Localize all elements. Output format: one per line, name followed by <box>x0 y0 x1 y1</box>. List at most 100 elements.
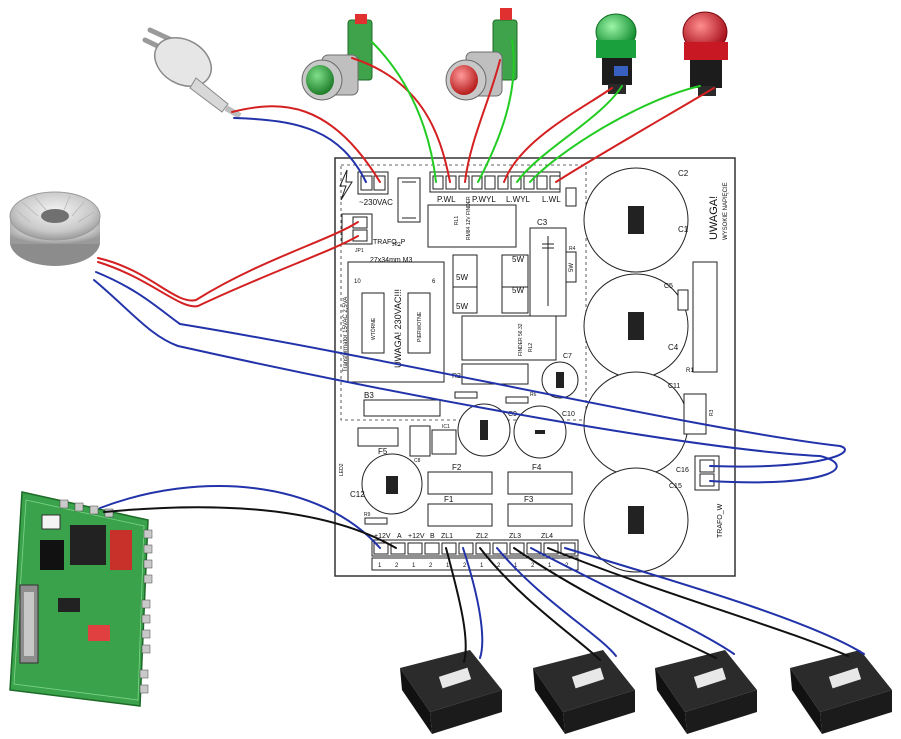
stepper-driver-icon <box>790 650 892 734</box>
wire-blue <box>95 271 846 468</box>
label-c9: C9 <box>508 411 517 418</box>
label-b: B <box>430 533 435 540</box>
label-pin-10: 10 <box>354 279 361 285</box>
label-secondary: WTÓRNE <box>370 317 377 340</box>
label-pwl: P.WL <box>437 195 456 204</box>
terminal-row-top <box>429 171 561 193</box>
power-plug-icon <box>142 27 242 119</box>
wire-blue <box>99 485 381 549</box>
pin-number: 2 <box>463 563 467 569</box>
wire-red <box>351 57 451 183</box>
wire-red <box>231 105 381 183</box>
label-transformer-spec: Transformator 15VAC 2,5VA <box>343 297 349 372</box>
wire-black <box>513 547 717 659</box>
label-primary: PIERWOTNE <box>417 311 423 342</box>
wire-red <box>555 87 715 183</box>
label-mount: 27x34mm M3 <box>370 257 413 264</box>
pin-number: 2 <box>395 563 399 569</box>
label-uwaga: UWAGA! <box>708 196 720 240</box>
label-ic1: IC1 <box>442 424 450 430</box>
pin-number: 1 <box>514 563 518 569</box>
label-c3: C3 <box>537 218 548 227</box>
label-a: A <box>397 533 402 540</box>
wire-red <box>97 221 359 302</box>
label-c1: C1 <box>678 225 689 234</box>
label-rl2: RL2 <box>528 343 534 352</box>
label-r6: R6 <box>530 392 537 398</box>
label-12v-b: +12V <box>408 533 425 540</box>
label-r9: R9 <box>364 512 371 518</box>
label-230vac: ~230VAC <box>359 198 393 207</box>
label-c10: C10 <box>562 411 575 418</box>
label-5w-r4: 5W <box>569 263 575 272</box>
label-pin-6: 6 <box>432 279 436 285</box>
pin-number: 2 <box>497 563 501 569</box>
label-c5: C5 <box>664 283 673 290</box>
label-r3: R3 <box>709 409 715 416</box>
warning-lightning-icon <box>339 169 353 201</box>
label-rl1-part: RM84 12V FINDER <box>466 196 472 240</box>
push-button-green-icon <box>301 14 373 101</box>
label-jp2: JP2 <box>392 242 401 248</box>
stepper-driver-icon <box>655 650 757 734</box>
label-c15: C15 <box>669 483 682 490</box>
label-r1: R1 <box>686 368 694 374</box>
pin-number: 2 <box>531 563 535 569</box>
label-trafo-w: TRAFO_W <box>717 503 724 538</box>
label-pwyl: P.WYL <box>472 195 496 204</box>
pin-number: 1 <box>378 563 382 569</box>
wire-blue <box>93 279 838 484</box>
terminal-row-bottom <box>371 539 579 571</box>
wire-black <box>479 547 601 661</box>
label-trafo-p: TRAFO_P <box>373 239 406 246</box>
label-c7: C7 <box>563 353 572 360</box>
label-rl2-part: FINDER 56.32 <box>518 323 524 356</box>
label-f3: F3 <box>524 495 534 504</box>
wire-green <box>529 85 701 183</box>
pin-number: 1 <box>446 563 450 569</box>
label-zl1: ZL1 <box>441 533 453 540</box>
label-zl4: ZL4 <box>541 533 553 540</box>
label-zl3: ZL3 <box>509 533 521 540</box>
wire-blue <box>233 117 367 183</box>
label-zl2: ZL2 <box>476 533 488 540</box>
label-c16: C16 <box>676 467 689 474</box>
wire-black <box>445 547 467 663</box>
indicator-lamp-red-icon <box>682 11 728 96</box>
wire-black <box>103 506 397 549</box>
stepper-driver-icon <box>533 650 635 734</box>
label-rl1: RL1 <box>454 216 460 225</box>
label-lwyl: L.WYL <box>506 195 531 204</box>
label-c2: C2 <box>678 169 689 178</box>
push-button-red-icon <box>445 8 518 101</box>
wire-blue <box>530 547 735 655</box>
pin-number: 1 <box>548 563 552 569</box>
label-lwl: L.WL <box>542 195 561 204</box>
wire-red <box>503 87 613 183</box>
label-c12: C12 <box>350 490 365 499</box>
label-f1: F1 <box>444 495 454 504</box>
label-r4: R4 <box>569 246 576 252</box>
label-led2: LED2 <box>339 463 345 476</box>
terminal-trafo-w <box>694 455 720 491</box>
pin-number: 1 <box>480 563 484 569</box>
main-pcb: ~230VAC TRAFO_P JP1 JP2 P.WL <box>334 157 736 577</box>
pin-number: 2 <box>429 563 433 569</box>
wire-blue <box>462 547 484 659</box>
wire-red <box>464 59 501 183</box>
label-5w-2: 5W <box>512 255 524 264</box>
wire-black <box>547 547 849 657</box>
label-f2: F2 <box>452 463 462 472</box>
label-high-voltage: WYSOKIE NAPIĘCIE <box>723 182 729 240</box>
label-f4: F4 <box>532 463 542 472</box>
wire-green <box>477 39 515 183</box>
wire-blue <box>564 547 865 655</box>
label-230vac-warning: UWAGA! 230VAC!!! <box>393 289 403 368</box>
label-5w-3: 5W <box>456 302 468 311</box>
pin-number: 1 <box>412 563 416 569</box>
stepper-driver-icon <box>400 650 502 734</box>
label-c11: C11 <box>668 383 680 390</box>
toroidal-transformer-icon <box>9 191 101 266</box>
controller-board-icon <box>9 491 153 707</box>
